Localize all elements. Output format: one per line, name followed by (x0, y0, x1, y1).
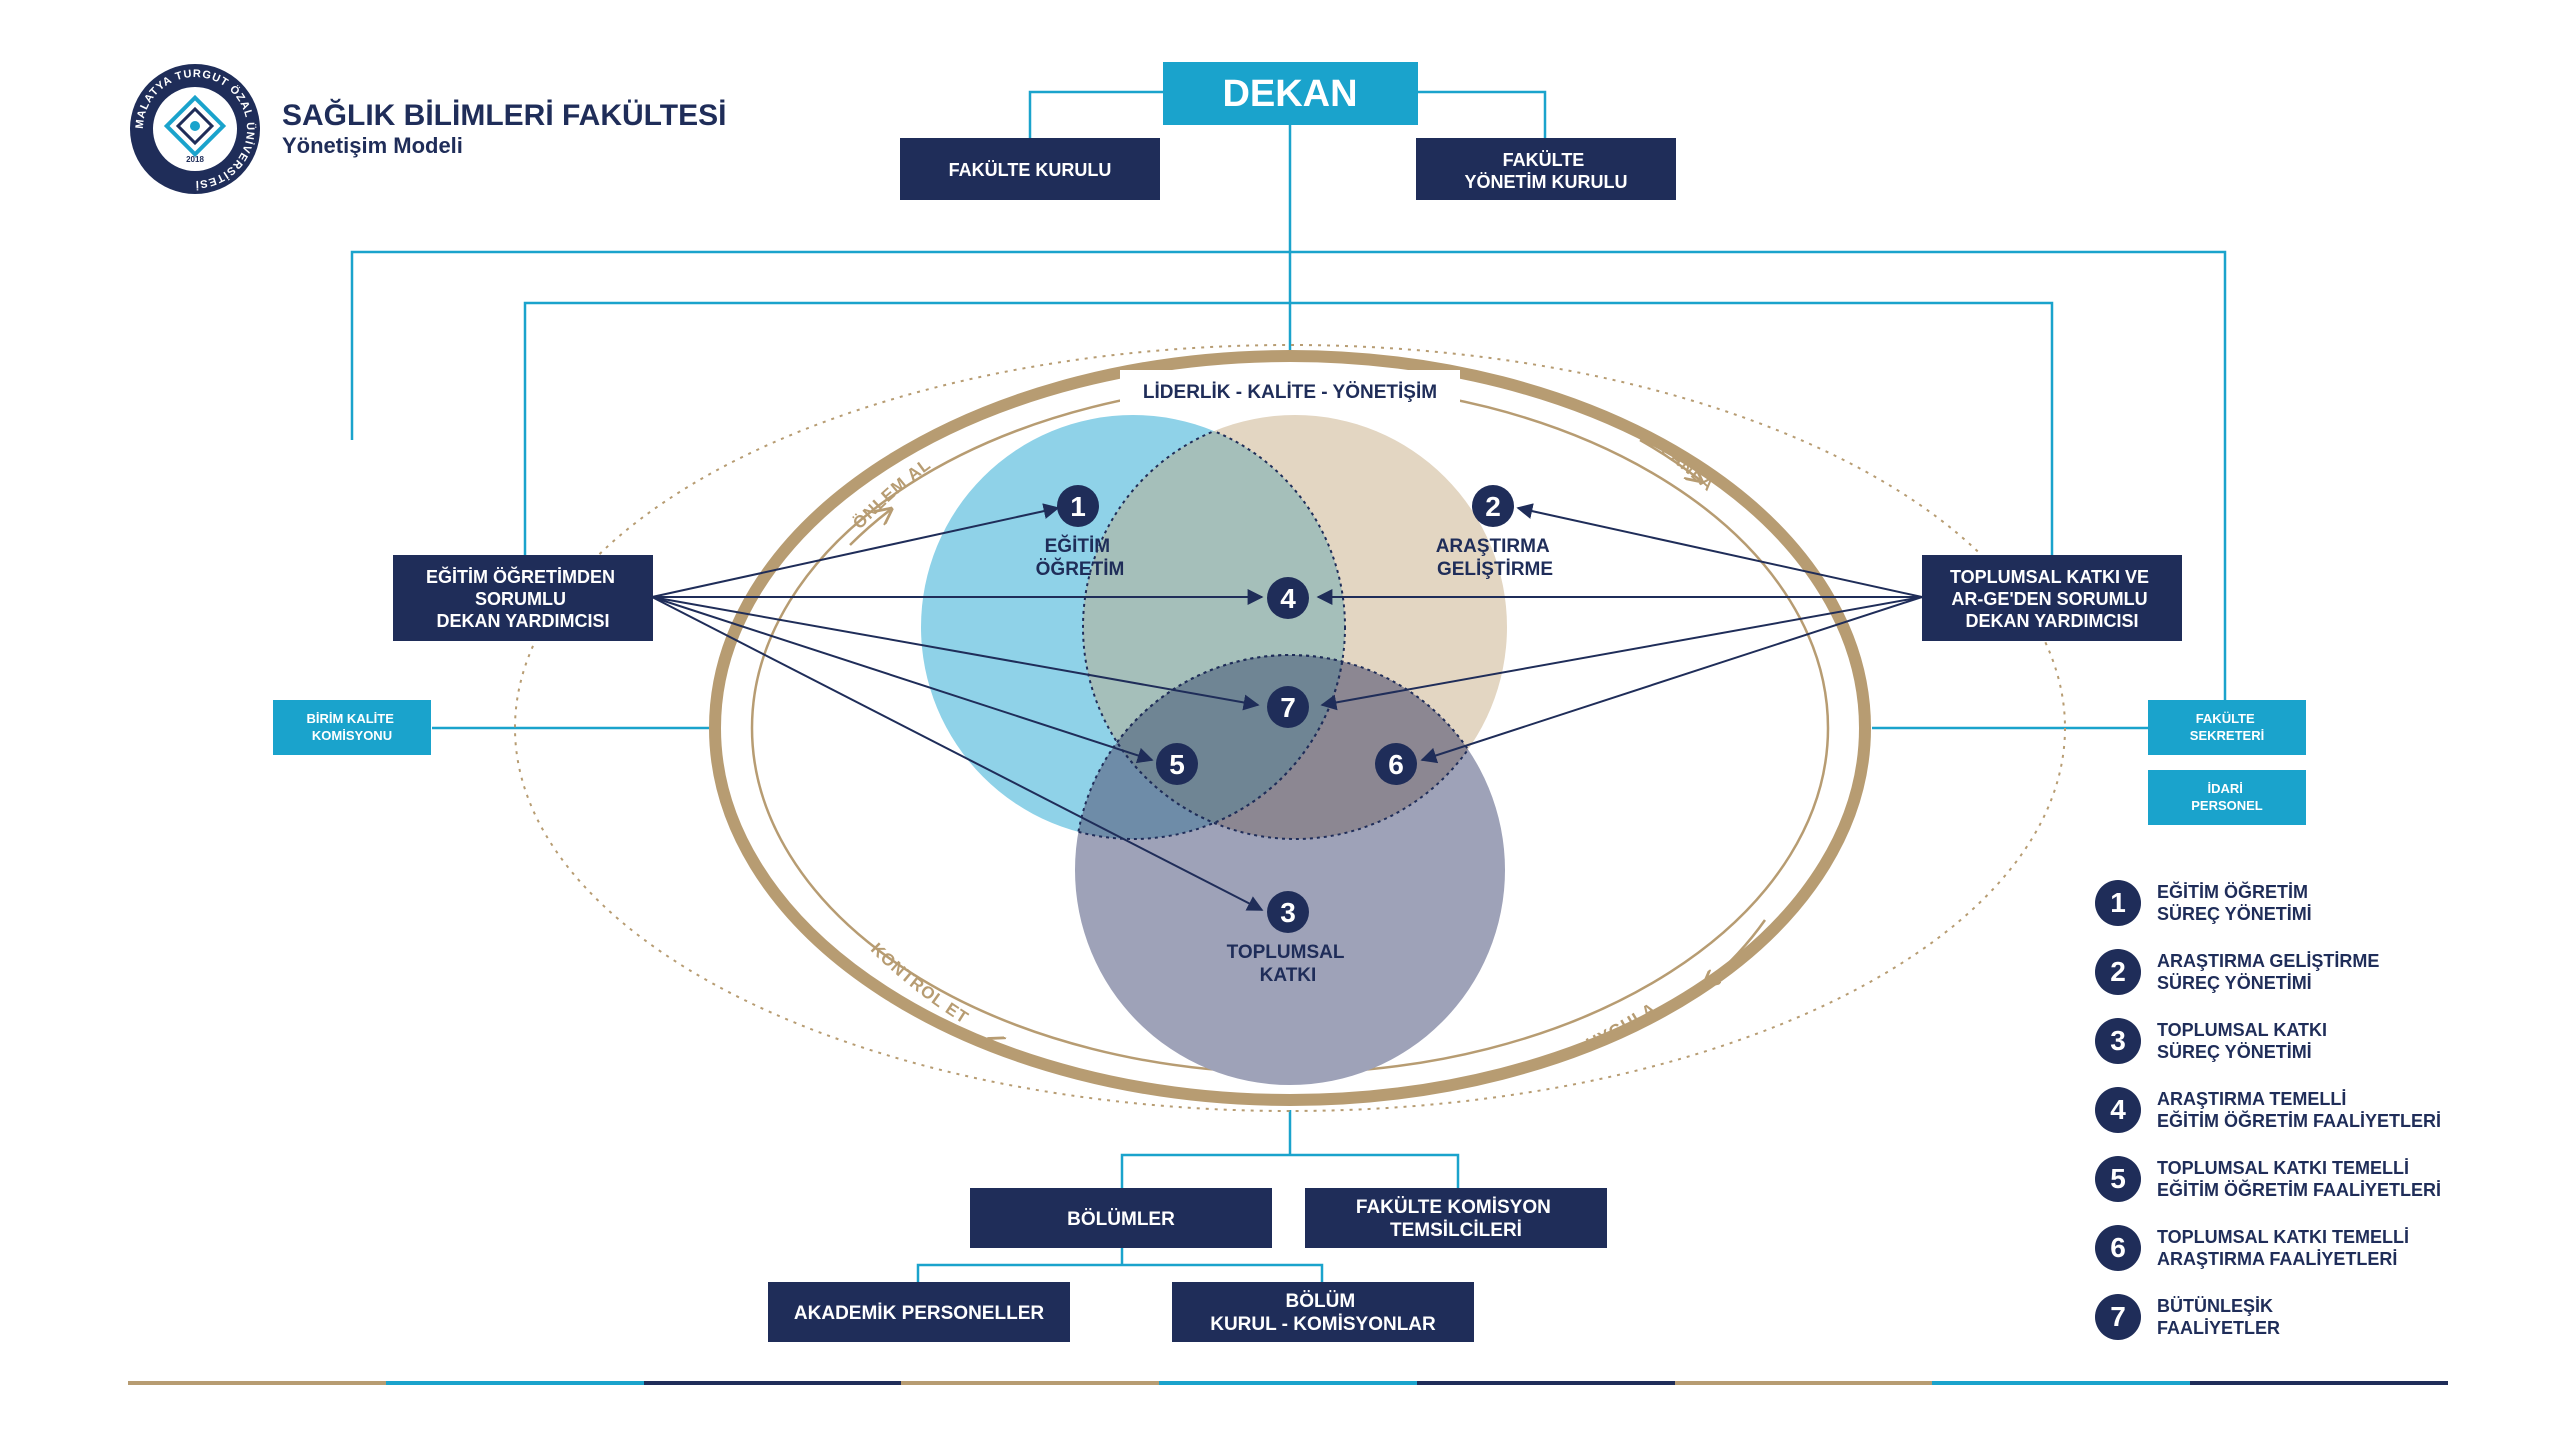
fakulte-kurulu-label: FAKÜLTE KURULU (949, 160, 1112, 180)
venn-diagram (921, 415, 1507, 1085)
page-title: SAĞLIK BİLİMLERİ FAKÜLTESİ (282, 99, 727, 132)
arrows-toplumsal (1316, 503, 1923, 764)
cycle-arrows (849, 438, 1767, 1062)
circle-1-label: EĞİTİM ÖĞRETİM (1036, 535, 1125, 580)
legend-number: 3 (2095, 1017, 2141, 1064)
legend-number: 1 (2095, 879, 2141, 926)
legend-item: 2 ARAŞTIRMA GELİŞTİRME SÜREÇ YÖNETİMİ (2095, 937, 2535, 1006)
header: MALATYA TURGUT ÖZAL ÜNİVERSİTESİ 2018 SA… (128, 62, 726, 196)
legend-text: BÜTÜNLEŞİK FAALİYETLER (2157, 1295, 2281, 1338)
box-egitim-dekan-yardimcisi: EĞİTİM ÖĞRETİMDEN SORUMLU DEKAN YARDIMCI… (393, 555, 653, 641)
box-fakulte-komisyon-temsilcileri: FAKÜLTE KOMİSYON TEMSİLCİLERİ (1305, 1188, 1607, 1248)
box-fakulte-sekreteri: FAKÜLTE SEKRETERİ (2148, 700, 2306, 755)
venn-numbers: 1 2 3 4 5 6 7 (1057, 485, 1514, 933)
node-5-number: 5 (1169, 749, 1185, 780)
node-6-number: 6 (1388, 749, 1404, 780)
akademik-personeller-label: AKADEMİK PERSONELLER (794, 1303, 1044, 1324)
legend-number: 4 (2095, 1086, 2141, 1133)
egitim-dekan-yardimcisi-label: EĞİTİM ÖĞRETİMDEN SORUMLU DEKAN YARDIMCI… (426, 566, 620, 631)
legend-text: TOPLUMSAL KATKI SÜREÇ YÖNETİMİ (2157, 1019, 2327, 1062)
connector-lines (350, 90, 2227, 1297)
cycle-top-label: LİDERLİK - KALİTE - YÖNETİŞİM (1143, 382, 1437, 403)
header-text: SAĞLIK BİLİMLERİ FAKÜLTESİ Yönetişim Mod… (282, 99, 726, 159)
box-birim-kalite-komisyonu: BİRİM KALİTE KOMİSYONU (273, 700, 431, 755)
fakulte-komisyon-temsilcileri-label: FAKÜLTE KOMİSYON TEMSİLCİLERİ (1356, 1197, 1556, 1241)
footer-color-bar (128, 1381, 2449, 1385)
legend-text: ARAŞTIRMA GELİŞTİRME SÜREÇ YÖNETİMİ (2157, 950, 2380, 993)
box-fakulte-kurulu: FAKÜLTE KURULU (900, 138, 1160, 200)
box-akademik-personeller: AKADEMİK PERSONELLER (768, 1282, 1070, 1342)
legend-item: 5 TOPLUMSAL KATKI TEMELLİ EĞİTİM ÖĞRETİM… (2095, 1144, 2535, 1213)
logo-year: 2018 (186, 155, 204, 164)
arrows-egitim (651, 503, 1264, 911)
legend-number: 7 (2095, 1293, 2141, 1340)
box-idari-personel: İDARİ PERSONEL (2148, 770, 2306, 825)
box-toplumsal-dekan-yardimcisi: TOPLUMSAL KATKI VE AR-GE'DEN SORUMLU DEK… (1922, 555, 2182, 641)
legend-number: 2 (2095, 948, 2141, 995)
legend-item: 1 EĞİTİM ÖĞRETİM SÜREÇ YÖNETİMİ (2095, 868, 2535, 937)
page-subtitle: Yönetişim Modeli (282, 133, 463, 158)
legend-number: 5 (2095, 1155, 2141, 1202)
legend-item: 4 ARAŞTIRMA TEMELLİ EĞİTİM ÖĞRETİM FAALİ… (2095, 1075, 2535, 1144)
legend: 1 EĞİTİM ÖĞRETİM SÜREÇ YÖNETİMİ 2 ARAŞTI… (2095, 868, 2535, 1351)
cycle-thick-ellipse (709, 350, 1871, 1106)
box-bolumler: BÖLÜMLER (970, 1188, 1272, 1248)
top-label-background (1120, 370, 1460, 408)
legend-number: 6 (2095, 1224, 2141, 1271)
legend-text: EĞİTİM ÖĞRETİM SÜREÇ YÖNETİMİ (2157, 881, 2312, 924)
toplumsal-dekan-yardimcisi-label: TOPLUMSAL KATKI VE AR-GE'DEN SORUMLU DEK… (1950, 567, 2154, 631)
idari-personel-label: İDARİ PERSONEL (2191, 781, 2263, 813)
node-4-number: 4 (1280, 583, 1296, 614)
outer-dotted-ellipse (514, 344, 2066, 1112)
legend-text: ARAŞTIRMA TEMELLİ EĞİTİM ÖĞRETİM FAALİYE… (2157, 1088, 2442, 1131)
node-2-number: 2 (1485, 491, 1501, 522)
circle-2-label: ARAŞTIRMA GELİŞTİRME (1436, 536, 1555, 580)
node-7-number: 7 (1280, 692, 1296, 723)
university-logo: MALATYA TURGUT ÖZAL ÜNİVERSİTESİ 2018 (130, 64, 260, 194)
bolumler-label: BÖLÜMLER (1067, 1209, 1175, 1230)
fakulte-yonetim-kurulu-label: FAKÜLTE YÖNETİM KURULU (1465, 150, 1628, 192)
legend-text: TOPLUMSAL KATKI TEMELLİ ARAŞTIRMA FAALİY… (2157, 1226, 2409, 1269)
label-uygula: UYGULA (1583, 999, 1659, 1054)
box-fakulte-yonetim-kurulu: FAKÜLTE YÖNETİM KURULU (1416, 138, 1676, 200)
fakulte-sekreteri-label: FAKÜLTE SEKRETERİ (2190, 711, 2264, 743)
legend-text: TOPLUMSAL KATKI TEMELLİ EĞİTİM ÖĞRETİM F… (2157, 1157, 2442, 1200)
legend-item: 3 TOPLUMSAL KATKI SÜREÇ YÖNETİMİ (2095, 1006, 2535, 1075)
box-bolum-kurul-komisyonlar: BÖLÜM KURUL - KOMİSYONLAR (1172, 1282, 1474, 1342)
legend-item: 6 TOPLUMSAL KATKI TEMELLİ ARAŞTIRMA FAAL… (2095, 1213, 2535, 1282)
dekan-label: DEKAN (1222, 73, 1357, 115)
bolum-kurul-komisyonlar-label: BÖLÜM KURUL - KOMİSYONLAR (1210, 1291, 1436, 1335)
node-1-number: 1 (1070, 491, 1086, 522)
label-planla: PLANLA (1648, 433, 1719, 495)
box-dekan: DEKAN (1163, 62, 1418, 125)
circle-3-label: TOPLUMSAL KATKI (1227, 942, 1350, 986)
node-3-number: 3 (1280, 897, 1296, 928)
birim-kalite-komisyonu-label: BİRİM KALİTE KOMİSYONU (306, 711, 397, 743)
legend-item: 7 BÜTÜNLEŞİK FAALİYETLER (2095, 1282, 2535, 1351)
